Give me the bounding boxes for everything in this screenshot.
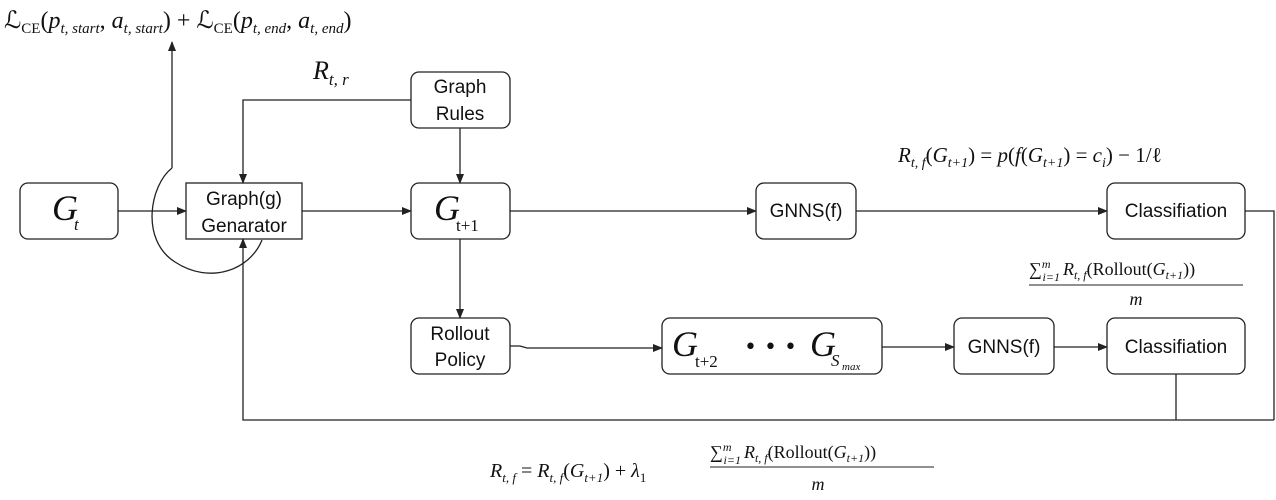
frac-sum: ∑ (1029, 259, 1042, 279)
final-r-sub-2: t, f (549, 470, 565, 485)
top-r: R (897, 143, 911, 167)
frac-rollout: Rollout (1093, 259, 1147, 279)
classif-top-label: Classifiation (1125, 201, 1227, 222)
gt1-symbol: G (434, 188, 460, 228)
svg-text:Rt, f(Gt+1) = p(f(Gt+1) = ci): Rt, f(Gt+1) = p(f(Gt+1) = ci) − 1/ℓ (897, 143, 1162, 171)
classif-bottom-label: Classifiation (1125, 337, 1227, 358)
node-rollout-sequence: G t+2 • • • G S max (661, 317, 883, 375)
final-g: G (570, 460, 585, 482)
seq-symbol-1: G (672, 324, 698, 364)
node-classification-bottom: Classifiation (1106, 317, 1246, 375)
final-frac-g: G (834, 442, 847, 462)
node-gnns-bottom: GNNS(f) (953, 317, 1055, 375)
gt1-subscript: t+1 (456, 216, 479, 235)
loss-end-2: t, end (310, 21, 344, 37)
generator-label-2: Genarator (201, 216, 287, 237)
node-graph-rules: Graph Rules (410, 71, 511, 129)
final-r-2: R (536, 460, 549, 482)
final-frac-g-sub: t+1 (847, 451, 864, 465)
edge-feedback-to-generator (239, 238, 1274, 421)
final-sum: ∑ (710, 442, 723, 462)
gnns-top-label: GNNS(f) (770, 201, 843, 222)
seq-subscript-1: t+2 (695, 352, 718, 371)
final-frac-denominator: m (812, 474, 825, 494)
top-g-sub-2: t+1 (1043, 156, 1063, 171)
final-frac-r-sub: t, f (755, 451, 769, 465)
svg-text:ℒCE(pt, start, at, start) + ℒC: ℒCE(pt, start, at, start) + ℒCE(pt, end,… (4, 8, 352, 37)
rules-label-2: Rules (436, 104, 485, 125)
top-tail: − 1/ℓ (1118, 143, 1162, 167)
frac-g-sub: t+1 (1166, 268, 1183, 282)
loss-ce-2: CE (214, 21, 233, 37)
final-g-sub: t+1 (584, 470, 603, 485)
rule-reward-sub: t, r (329, 70, 349, 89)
gnns-bottom-label: GNNS(f) (968, 337, 1041, 358)
node-gt: G t (19, 182, 119, 240)
frac-r-sub: t, f (1074, 268, 1088, 282)
generator-label-1: Graph(g) (206, 189, 282, 210)
node-classification-top: Classifiation (1106, 182, 1246, 240)
node-graph-generator: Graph(g) Genarator (185, 182, 303, 240)
top-g-sub-1: t+1 (948, 156, 968, 171)
loss-a-2: a (298, 8, 310, 34)
top-c-sub: i (1102, 156, 1106, 171)
seq-symbol-2: G (810, 324, 836, 364)
final-r-1: R (489, 460, 502, 482)
loss-l-2: ℒ (196, 8, 213, 34)
seq-subscript-2: S (831, 351, 840, 370)
loss-start-1: t, start (60, 21, 100, 37)
loss-p-2: p (239, 8, 253, 34)
svg-text:∑mi=1Rt, f(Rollout(Gt+1)): ∑mi=1Rt, f(Rollout(Gt+1)) (710, 440, 876, 467)
edge-rollout-to-sequence (510, 344, 663, 352)
gt-symbol: G (52, 188, 78, 228)
svg-text:Rt, r: Rt, r (312, 56, 349, 89)
final-lambda-sub: 1 (640, 470, 647, 485)
top-g-1: G (933, 143, 948, 167)
frac-r: R (1062, 259, 1074, 279)
frac-denominator: m (1130, 289, 1143, 309)
loss-ce-1: CE (21, 21, 40, 37)
node-rollout-policy: Rollout Policy (410, 317, 511, 375)
edge-rules-to-generator (239, 99, 411, 184)
seq-subsubscript-2: max (842, 361, 860, 373)
formula-rule-reward: Rt, r (312, 56, 349, 89)
loss-start-2: t, start (124, 21, 164, 37)
gt-subscript: t (74, 215, 80, 234)
rules-label-1: Graph (434, 77, 487, 98)
svg-text:∑mi=1Rt, f(Rollout(Gt+1)): ∑mi=1Rt, f(Rollout(Gt+1)) (1029, 257, 1195, 284)
top-p: p (995, 143, 1008, 167)
final-frac-r: R (743, 442, 755, 462)
frac-g: G (1153, 259, 1166, 279)
final-sum-sub: i=1 (724, 453, 741, 467)
final-frac-rollout: Rollout (774, 442, 828, 462)
loss-end-1: t, end (253, 21, 287, 37)
top-f: f (1015, 143, 1024, 167)
node-gt1: G t+1 (410, 182, 511, 240)
edge-classif-top-return (1245, 210, 1275, 420)
seq-dots: • • • (744, 335, 797, 360)
loss-l-1: ℒ (4, 8, 21, 34)
loss-p-1: p (46, 8, 60, 34)
final-lambda: λ (630, 460, 640, 482)
final-sum-sup: m (723, 440, 732, 454)
loss-a-1: a (112, 8, 124, 34)
top-g-2: G (1028, 143, 1043, 167)
rollout-label-2: Policy (435, 350, 486, 371)
top-c: c (1093, 143, 1103, 167)
rollout-label-1: Rollout (430, 324, 490, 345)
node-gnns-top: GNNS(f) (755, 182, 857, 240)
frac-sum-sup: m (1042, 257, 1051, 271)
rule-reward-r: R (312, 56, 329, 85)
final-r-sub-1: t, f (502, 470, 518, 485)
top-r-sub: t, f (911, 156, 928, 171)
frac-sum-sub: i=1 (1043, 270, 1060, 284)
formula-ce-loss: ℒCE(pt, start, at, start) + ℒCE(pt, end,… (4, 8, 352, 37)
formula-final-step-reward: Rt, f(Gt+1) = p(f(Gt+1) = ci) − 1/ℓ (897, 143, 1162, 171)
self-loop-curve (151, 167, 263, 274)
svg-text:Rt, f = Rt, f(Gt+1) + λ1: Rt, f = Rt, f(Gt+1) + λ1 (489, 460, 646, 485)
